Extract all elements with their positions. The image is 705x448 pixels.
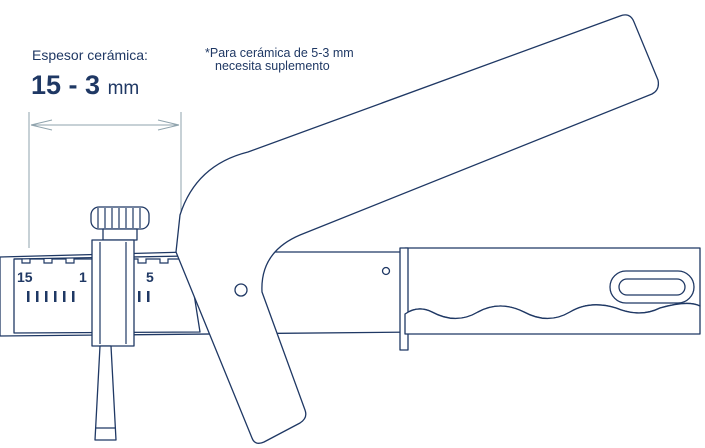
- knob-neck: [102, 228, 138, 241]
- thickness-value: 15 - 3 mm: [31, 70, 139, 101]
- scale-mark-5: 5: [146, 269, 154, 285]
- pivot-hole: [234, 283, 248, 297]
- thickness-label: Espesor cerámica:: [32, 47, 148, 63]
- scale-mark-1: 1: [79, 269, 87, 285]
- grip-bottom: [404, 302, 701, 335]
- clamp-frame: [91, 239, 135, 347]
- note-line-2: necesita suplemento: [215, 59, 330, 73]
- upper-handle: [175, 14, 660, 444]
- note-line-1: *Para cerámica de 5-3 mm: [205, 46, 354, 60]
- dimension-indicator: [28, 112, 182, 248]
- cutting-blade: [94, 345, 117, 441]
- scale-ticks: [27, 291, 150, 302]
- grip-slot-inner: [618, 278, 686, 296]
- thickness-unit: mm: [107, 78, 140, 99]
- scale-mark-15: 15: [17, 269, 33, 285]
- rivet: [381, 266, 391, 276]
- thickness-range: 15 - 3: [31, 70, 101, 100]
- adjustment-knob-assembly: [90, 206, 150, 441]
- grip-collar: [399, 247, 409, 351]
